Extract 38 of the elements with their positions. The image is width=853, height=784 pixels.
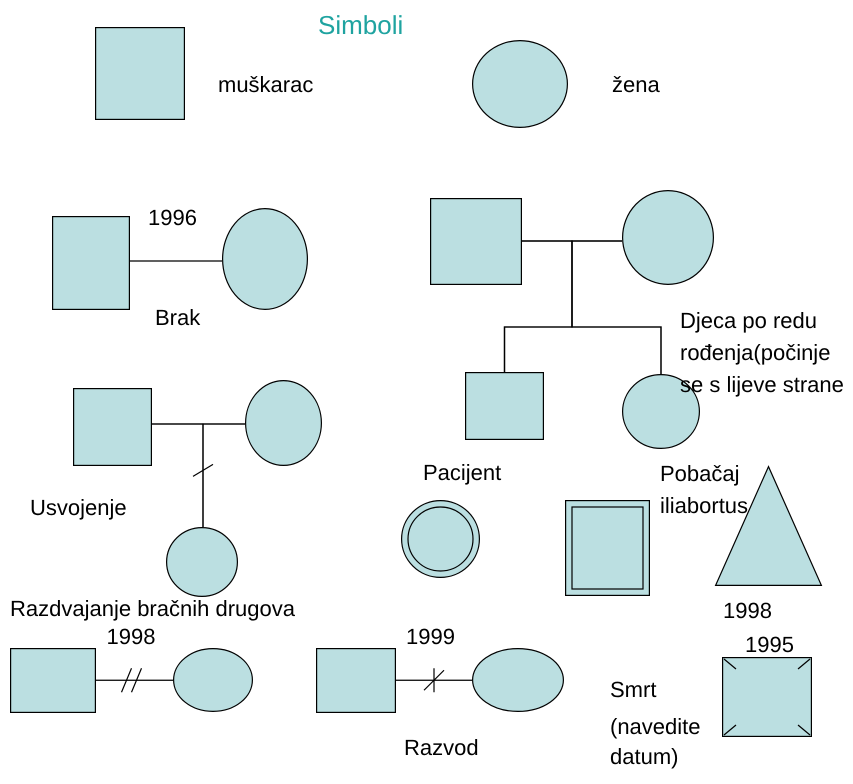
connector-line [202, 423, 245, 527]
circle-symbol [166, 527, 238, 597]
square-symbol [52, 216, 130, 310]
circle-symbol [173, 648, 253, 712]
text-label: 1995 [745, 631, 794, 659]
text-label: Usvojenje [30, 494, 127, 522]
edge-label: 1998 [106, 623, 156, 652]
square-symbol [10, 648, 96, 713]
text-label: žena [612, 71, 660, 99]
connector-line [96, 680, 173, 681]
text-label: (navedite datum) [610, 713, 702, 771]
connector-line [130, 260, 222, 262]
circle-symbol [472, 40, 568, 128]
edge-label: 1999 [406, 623, 455, 652]
connector-line [396, 680, 472, 681]
circle-symbol [622, 190, 714, 285]
text-label: Pobačaj iliabortus [660, 460, 750, 520]
text-label: 1998 [723, 597, 772, 625]
deceased-square-symbol [722, 657, 812, 737]
circle-symbol [472, 648, 564, 712]
double-square-symbol [565, 500, 650, 596]
text-label: Smrt [610, 676, 656, 704]
square-symbol [73, 388, 152, 466]
text-label: Razdvajanje bračnih drugova [10, 595, 295, 623]
text-label: Brak [155, 304, 200, 332]
double-circle-symbol [401, 500, 480, 578]
circle-symbol [245, 380, 322, 466]
square-symbol [465, 372, 544, 440]
square-symbol [316, 648, 396, 713]
connector-line [571, 240, 662, 374]
square-symbol [95, 27, 185, 120]
text-label: Pacijent [423, 459, 502, 487]
title: Simboli [318, 10, 404, 40]
text-label: Razvod [404, 734, 479, 762]
edge-label: 1996 [148, 204, 197, 232]
square-symbol [430, 198, 522, 285]
text-label: muškarac [218, 71, 314, 99]
circle-symbol [222, 208, 308, 310]
